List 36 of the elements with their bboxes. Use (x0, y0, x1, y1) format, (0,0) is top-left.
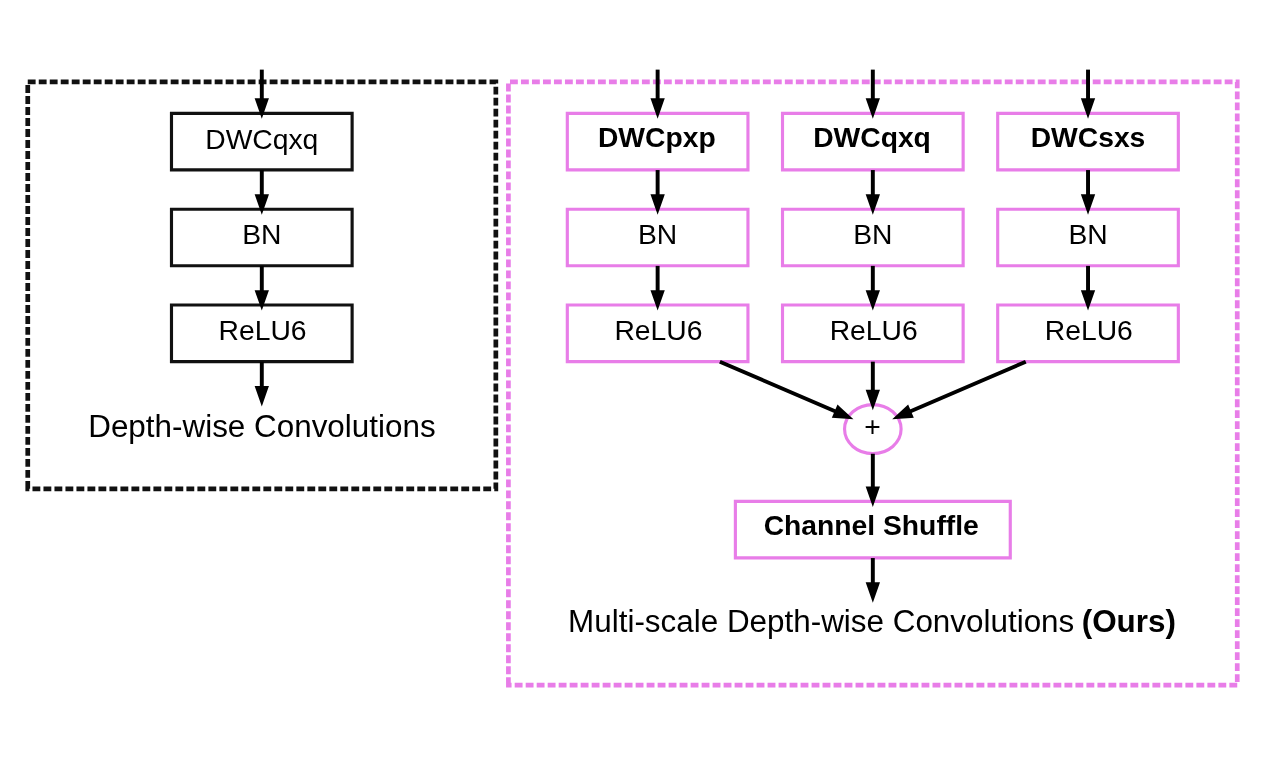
arrow (254, 265, 269, 311)
node-box: DWCpxp (565, 111, 750, 172)
node-box: DWCqxq (780, 111, 965, 172)
arrow (650, 265, 665, 311)
node-box: BN (780, 207, 965, 268)
node-box: DWCsxs (996, 111, 1180, 172)
node-box: ReLU6 (780, 303, 965, 364)
node-text: Multi-scale Depth-wise Convolutions (Ours) (568, 603, 1176, 639)
arrow (892, 359, 1027, 420)
node-box: DWCqxq (169, 111, 354, 172)
node-box: ReLU6 (565, 303, 750, 364)
node-text: Depth-wise Convolutions (88, 408, 436, 444)
node-ellipse: + (842, 403, 903, 456)
arrow (1080, 69, 1096, 119)
node-box: ReLU6 (169, 303, 354, 364)
node-box: BN (565, 207, 750, 268)
cluster (506, 79, 1240, 688)
arrow (865, 361, 880, 411)
node-box: BN (169, 207, 354, 268)
arrow (1080, 170, 1096, 215)
node-box: Channel Shuffle (733, 499, 1012, 560)
arrow (865, 170, 880, 215)
arrow (254, 361, 269, 407)
node-box: ReLU6 (996, 303, 1180, 364)
node-box: BN (996, 207, 1180, 268)
arrow (1080, 265, 1096, 311)
arrow (865, 453, 880, 507)
arrow (650, 170, 665, 215)
arrow (719, 359, 854, 420)
arrow (865, 558, 880, 603)
arrow (650, 69, 665, 119)
arrow (254, 69, 269, 119)
arrow (254, 170, 269, 215)
arrow (865, 265, 880, 311)
cluster (25, 79, 499, 492)
arrow (865, 69, 880, 119)
